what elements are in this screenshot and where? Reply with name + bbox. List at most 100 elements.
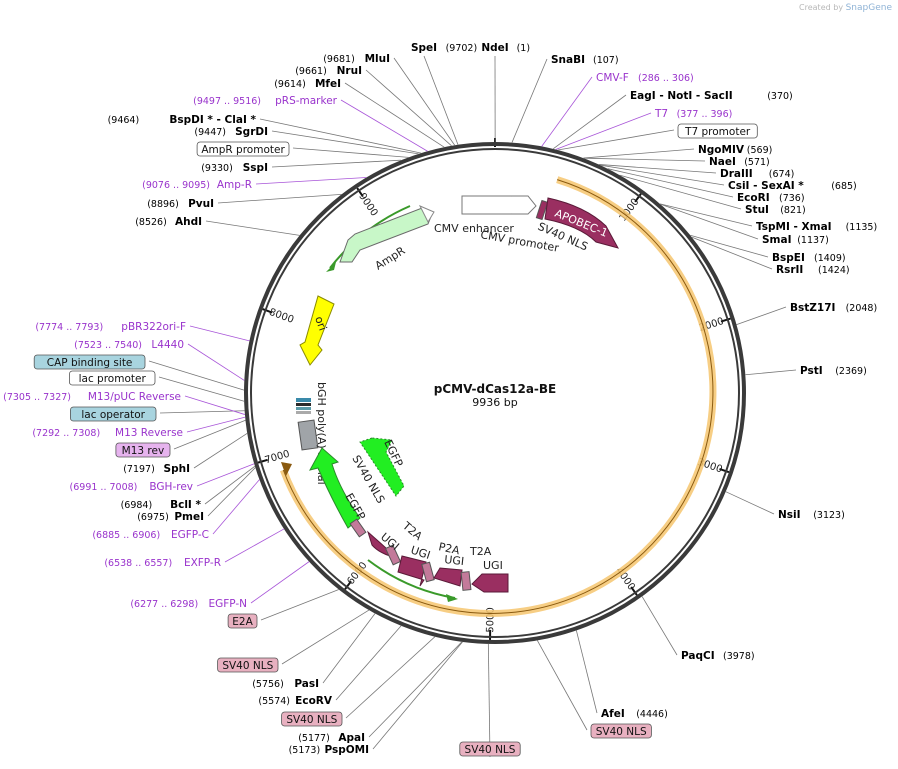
- leader-line: [271, 130, 419, 155]
- label-t7[interactable]: T7(377 .. 396): [654, 108, 732, 120]
- label-spei[interactable]: SpeI(9702): [411, 42, 477, 54]
- site-name-text: BstZ17I: [790, 302, 835, 314]
- leader-line: [660, 203, 759, 240]
- label-stui[interactable]: StuI(821): [745, 204, 806, 216]
- egfp-outer-arrow[interactable]: [309, 447, 361, 529]
- site-name-text: NruI: [337, 65, 362, 77]
- label-csii[interactable]: CsiI - SexAI *(685): [728, 180, 857, 192]
- label-pvui[interactable]: PvuI(8896): [147, 198, 214, 210]
- label-ecorv[interactable]: EcoRV(5574): [258, 695, 332, 707]
- label-ahdi[interactable]: AhdI(8526): [135, 216, 202, 228]
- label-t7prom[interactable]: T7 promoter: [677, 123, 758, 139]
- ampr-promoter-arrow[interactable]: [418, 205, 435, 224]
- site-name-text: MfeI: [315, 78, 341, 90]
- label-pasi[interactable]: PasI(5756): [252, 678, 319, 690]
- label-m13puc[interactable]: M13/pUC Reverse(7305 .. 7327): [3, 391, 181, 403]
- label-sv40b[interactable]: SV40 NLS: [459, 741, 521, 757]
- ugi-4-label: UGI: [483, 559, 503, 572]
- label-egfpc[interactable]: EGFP-C(6885 .. 6906): [92, 529, 209, 541]
- label-mlui[interactable]: MluI(9681): [323, 53, 390, 65]
- t2a-2-block[interactable]: [460, 571, 472, 591]
- backbone-outer: [244, 142, 746, 644]
- label-tspmi[interactable]: TspMI - XmaI(1135): [756, 221, 877, 233]
- label-sphi[interactable]: SphI(7197): [123, 463, 190, 475]
- ugi-2-arrow[interactable]: [397, 555, 427, 587]
- label-ecori[interactable]: EcoRI(736): [737, 192, 805, 204]
- sv40-nls-2-block[interactable]: [349, 518, 367, 538]
- site-name-text: SnaBI: [551, 54, 585, 66]
- site-position: (107): [593, 55, 619, 66]
- lac-feature-3[interactable]: [296, 407, 311, 410]
- cmv-enhancer-arrow[interactable]: [461, 195, 521, 215]
- label-lacprom[interactable]: lac promoter: [69, 370, 156, 386]
- label-sspi[interactable]: SspI(9330): [201, 162, 268, 174]
- p2a-block[interactable]: [421, 561, 435, 583]
- site-position: (7197): [123, 464, 155, 475]
- label-paqci[interactable]: PaqCI(3978): [681, 650, 755, 662]
- label-m13rev[interactable]: M13 Reverse(7292 .. 7308): [32, 427, 183, 439]
- label-sv40c[interactable]: SV40 NLS: [281, 711, 343, 727]
- leader-line: [736, 306, 787, 326]
- lac-feature-2[interactable]: [296, 403, 311, 406]
- label-bspdi[interactable]: BspDI * - ClaI *(9464): [108, 114, 257, 126]
- label-exfpr[interactable]: EXFP-R(6538 .. 6557): [104, 557, 221, 569]
- apobec1-arrow[interactable]: [544, 197, 620, 249]
- label-pmei[interactable]: PmeI(6975): [137, 511, 204, 523]
- site-position: (9614): [274, 79, 306, 90]
- label-psti[interactable]: PstI(2369): [800, 365, 867, 377]
- label-pspomi[interactable]: PspOMI(5173): [289, 744, 369, 756]
- site-position: (736): [779, 193, 805, 204]
- ori-arrow[interactable]: [299, 295, 335, 366]
- label-sv40d[interactable]: SV40 NLS: [217, 657, 279, 673]
- leader-line: [255, 177, 367, 185]
- label-naei[interactable]: NaeI(571): [709, 156, 770, 168]
- label-prs[interactable]: pRS-marker(9497 .. 9516): [193, 95, 338, 107]
- label-ndei[interactable]: NdeI(1): [481, 42, 530, 54]
- site-name: TspMI - XmaI: [756, 221, 832, 233]
- cmv-promoter-arrow[interactable]: [512, 195, 537, 215]
- label-ngomiv[interactable]: NgoMIV(569): [698, 144, 772, 156]
- label-egfpn[interactable]: EGFP-N(6277 .. 6298): [130, 598, 247, 610]
- label-eagi[interactable]: EagI - NotI - SacII(370): [630, 90, 793, 102]
- label-lacop[interactable]: lac operator: [70, 406, 157, 422]
- site-name: CsiI - SexAI *: [728, 180, 804, 192]
- label-mfei[interactable]: MfeI (9614): [274, 78, 341, 90]
- site-position: (6538 .. 6557): [104, 558, 172, 569]
- label-smai[interactable]: SmaI(1137): [762, 234, 829, 246]
- label-cmvf[interactable]: CMV-F(286 .. 306): [596, 72, 694, 84]
- label-e2a[interactable]: E2A: [227, 613, 258, 629]
- label-rsrii[interactable]: RsrII(1424): [776, 264, 850, 276]
- lac-feature-4[interactable]: [296, 411, 311, 414]
- label-l4440[interactable]: L4440(7523 .. 7540): [74, 339, 184, 351]
- label-snabi[interactable]: SnaBI (107): [551, 54, 619, 66]
- label-bghrev[interactable]: BGH-rev(6991 .. 7008): [70, 481, 193, 493]
- site-position: (6885 .. 6906): [92, 530, 160, 541]
- label-cap[interactable]: CAP binding site: [33, 354, 146, 370]
- site-name-text: EcoRV: [295, 695, 333, 707]
- label-bstz[interactable]: BstZ17I(2048): [790, 302, 877, 314]
- label-amprprom[interactable]: AmpR promoter: [196, 141, 290, 157]
- leader-line: [423, 55, 459, 145]
- label-nsii[interactable]: NsiI(3123): [778, 509, 845, 521]
- ugi-3-arrow[interactable]: [433, 567, 463, 587]
- label-afei[interactable]: AfeI(4446): [601, 708, 668, 720]
- label-m13revbox[interactable]: M13 rev: [115, 442, 171, 458]
- egfp-inner-arrow[interactable]: [359, 437, 405, 497]
- label-pbr322[interactable]: pBR322ori-F(7774 .. 7793): [35, 321, 186, 333]
- label-nrui[interactable]: NruI(9661): [295, 65, 362, 77]
- label-bcli[interactable]: BclI *(6984): [121, 499, 202, 511]
- lac-feature-1[interactable]: [296, 398, 311, 402]
- ugi-4-arrow[interactable]: [471, 573, 509, 593]
- sv40-nls-1-block[interactable]: [535, 199, 549, 221]
- label-ampr-r[interactable]: Amp-R(9076 .. 9095): [142, 179, 252, 191]
- label-bspei[interactable]: BspEI(1409): [772, 252, 846, 264]
- bgh-polya-block[interactable]: [297, 419, 319, 451]
- label-sgrdi[interactable]: SgrDI(9447): [194, 126, 268, 138]
- t2a-1-block[interactable]: [384, 544, 402, 566]
- leader-line: [345, 636, 436, 719]
- label-draiii[interactable]: DraIII(674): [720, 168, 794, 180]
- ampr-label: AmpR: [373, 244, 408, 273]
- label-sv40a[interactable]: SV40 NLS: [590, 723, 652, 739]
- label-apai[interactable]: ApaI(5177): [298, 732, 365, 744]
